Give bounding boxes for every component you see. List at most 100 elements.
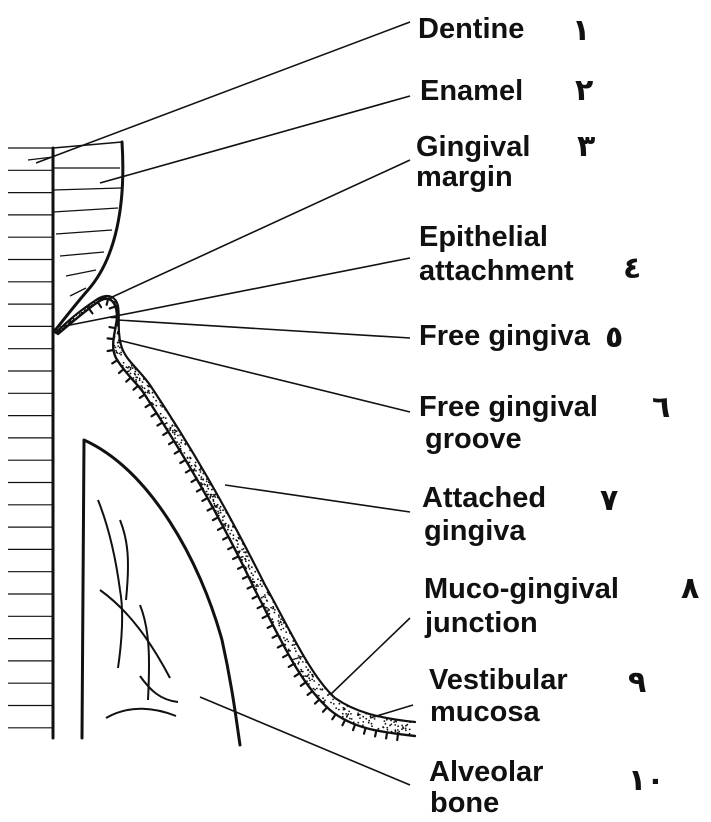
stipple-dot bbox=[292, 644, 294, 646]
stipple-dot bbox=[378, 728, 380, 730]
stipple-dot bbox=[158, 414, 160, 416]
stipple-dot bbox=[127, 367, 129, 369]
stipple-dot bbox=[285, 631, 287, 633]
stipple-dot bbox=[149, 384, 151, 386]
stipple-dot bbox=[86, 307, 88, 309]
stipple-dot bbox=[303, 675, 305, 677]
leader-epithelial-attachment bbox=[60, 258, 410, 327]
tooth bbox=[8, 148, 53, 738]
rete-peg bbox=[263, 615, 268, 618]
rete-peg bbox=[353, 725, 355, 731]
stipple-dot bbox=[256, 588, 258, 590]
stipple-dot bbox=[316, 677, 318, 679]
stipple-dot bbox=[178, 429, 180, 431]
stipple-dot bbox=[189, 461, 191, 463]
stipple-dot bbox=[75, 314, 77, 316]
rete-peg bbox=[332, 714, 335, 719]
stipple-dot bbox=[251, 572, 253, 574]
stipple-dot bbox=[104, 297, 106, 299]
stipple-dot bbox=[141, 385, 143, 387]
stipple-dot bbox=[249, 568, 251, 570]
stipple-dot bbox=[301, 670, 303, 672]
rete-peg bbox=[397, 734, 398, 740]
rete-peg bbox=[108, 350, 114, 351]
stipple-dot bbox=[115, 350, 117, 352]
stipple-dot bbox=[275, 631, 277, 633]
stipple-dot bbox=[165, 417, 167, 419]
stipple-dot bbox=[280, 618, 282, 620]
stipple-dot bbox=[119, 347, 121, 349]
stipple-dot bbox=[385, 723, 387, 725]
stipple-dot bbox=[119, 353, 121, 355]
stipple-dot bbox=[191, 465, 193, 467]
stipple-dot bbox=[215, 510, 217, 512]
stipple-dot bbox=[268, 609, 270, 611]
stipple-dot bbox=[305, 675, 307, 677]
stipple-dot bbox=[391, 731, 393, 733]
stipple-dot bbox=[300, 669, 302, 671]
stipple-dot bbox=[264, 594, 266, 596]
stipple-dot bbox=[320, 688, 322, 690]
rete-peg bbox=[126, 378, 131, 382]
stipple-dot bbox=[273, 601, 275, 603]
stipple-dot bbox=[201, 484, 203, 486]
stipple-dot bbox=[292, 640, 294, 642]
stipple-dot bbox=[135, 376, 137, 378]
stipple-dot bbox=[280, 629, 282, 631]
rete-peg bbox=[208, 508, 213, 511]
leader-lines bbox=[36, 22, 413, 785]
stipple-dot bbox=[232, 525, 234, 527]
stipple-dot bbox=[278, 622, 280, 624]
stipple-dot bbox=[130, 369, 132, 371]
stipple-dot bbox=[348, 711, 350, 713]
stipple-dot bbox=[362, 716, 364, 718]
stipple-dot bbox=[83, 308, 85, 310]
stipple-dot bbox=[237, 534, 239, 536]
stipple-dot bbox=[184, 443, 186, 445]
stipple-dot bbox=[382, 726, 384, 728]
label-vestibular-mucosa-line2: mucosa bbox=[430, 696, 540, 728]
stipple-dot bbox=[384, 720, 386, 722]
stipple-dot bbox=[252, 578, 254, 580]
stipple-dot bbox=[401, 728, 403, 730]
stipple-dot bbox=[237, 543, 239, 545]
stipple-dot bbox=[397, 725, 399, 727]
stipple-dot bbox=[91, 303, 93, 305]
stipple-dot bbox=[157, 398, 159, 400]
bone-trabecula bbox=[100, 590, 170, 678]
stipple-dot bbox=[284, 640, 286, 642]
stipple-dot bbox=[283, 622, 285, 624]
stipple-dot bbox=[200, 469, 202, 471]
stipple-dot bbox=[365, 718, 367, 720]
stipple-dot bbox=[114, 336, 116, 338]
stipple-dot bbox=[75, 318, 77, 320]
stipple-dot bbox=[266, 600, 268, 602]
stipple-dot bbox=[223, 523, 225, 525]
stipple-dot bbox=[176, 441, 178, 443]
stipple-dot bbox=[160, 405, 162, 407]
stipple-dot bbox=[194, 464, 196, 466]
stipple-dot bbox=[56, 331, 58, 333]
stipple-dot bbox=[200, 482, 202, 484]
rete-peg bbox=[119, 369, 124, 373]
label-epithelial-attachment: Epithelial attachment ٤ bbox=[419, 221, 641, 287]
stipple-dot bbox=[263, 583, 265, 585]
stipple-dot bbox=[254, 571, 256, 573]
rete-peg bbox=[323, 707, 327, 711]
stipple-dot bbox=[236, 546, 238, 548]
stipple-dot bbox=[174, 437, 176, 439]
stipple-dot bbox=[174, 432, 176, 434]
rete-peg bbox=[273, 635, 278, 638]
stipple-dot bbox=[94, 303, 96, 305]
stipple-dot bbox=[359, 717, 361, 719]
stipple-dot bbox=[220, 512, 222, 514]
stipple-dot bbox=[292, 659, 294, 661]
stipple-dot bbox=[172, 424, 174, 426]
stipple-dot bbox=[393, 732, 395, 734]
stipple-dot bbox=[113, 345, 115, 347]
stipple-dot bbox=[66, 322, 68, 324]
stipple-dot bbox=[255, 585, 257, 587]
stipple-dot bbox=[405, 729, 407, 731]
stipple-dot bbox=[213, 503, 215, 505]
stipple-dot bbox=[387, 729, 389, 731]
